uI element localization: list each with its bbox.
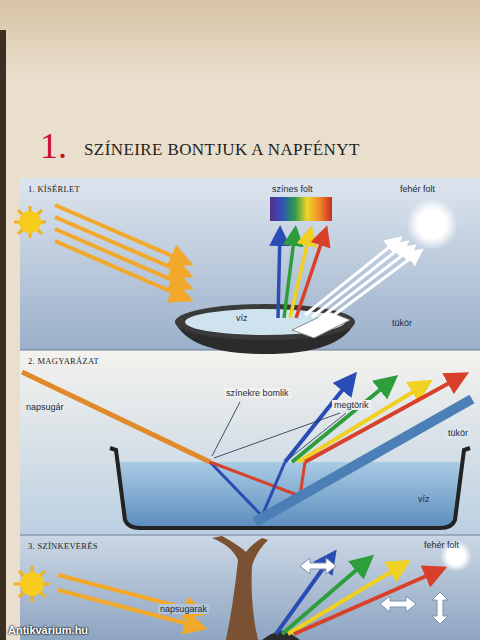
part-label: megtörik: [332, 400, 371, 410]
part-label: fehér folt: [424, 540, 459, 550]
part-label: fehér folt: [400, 184, 435, 194]
panel-heading: 1. KÍSÉRLET: [28, 184, 80, 194]
part-label: tükör: [446, 428, 470, 438]
part-label: víz: [236, 313, 248, 323]
part-label: színekre bomlik: [224, 388, 291, 398]
page-title: SZÍNEIRE BONTJUK A NAPFÉNYT: [84, 140, 360, 160]
panel-band: 3. SZÍNKEVERÉS: [20, 535, 480, 640]
part-label: napsugár: [26, 402, 64, 412]
panel-band: 2. MAGYARÁZAT: [20, 350, 480, 535]
part-label: napsugarak: [158, 604, 209, 614]
watermark: Antikvárium.hu: [8, 624, 88, 637]
part-label: víz: [418, 494, 430, 504]
panel-heading: 3. SZÍNKEVERÉS: [28, 541, 98, 551]
part-label: tükör: [392, 318, 412, 328]
section-number: 1.: [40, 126, 67, 167]
part-label: színes folt: [272, 184, 313, 194]
panel-heading: 2. MAGYARÁZAT: [28, 356, 99, 366]
